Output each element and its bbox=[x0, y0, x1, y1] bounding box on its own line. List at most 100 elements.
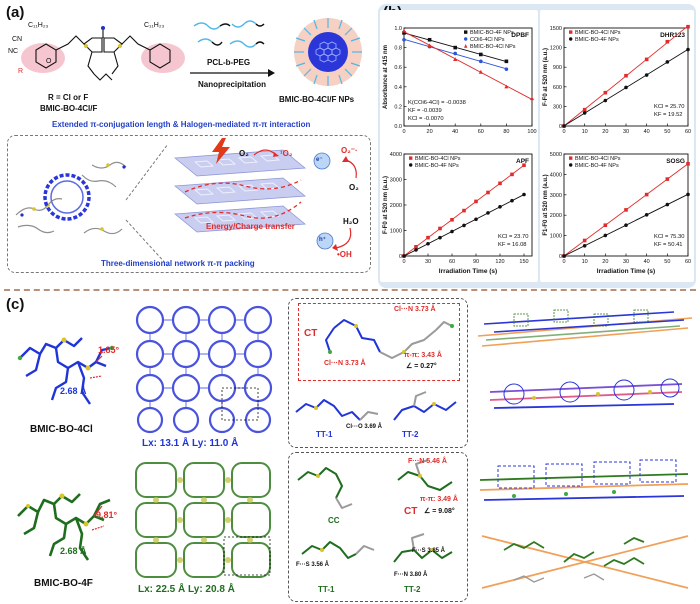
x-tick-label: 50 bbox=[664, 129, 670, 135]
legend-marker bbox=[569, 163, 573, 167]
data-point bbox=[427, 43, 432, 48]
data-point bbox=[562, 124, 566, 128]
chart-title: APF bbox=[516, 158, 529, 165]
cl-molecule-name: BMIC-BO-4Cl bbox=[30, 424, 93, 435]
data-point bbox=[453, 51, 457, 56]
f-lattice-params: Lx: 22.5 Å Ly: 20.8 Å bbox=[138, 584, 235, 595]
y-axis-label: F-F0 at 520 nm (a.u.) bbox=[383, 176, 389, 234]
legend-marker bbox=[409, 163, 413, 167]
x-tick-label: 60 bbox=[685, 129, 691, 135]
cl-cln-2: Cl···N 3.73 Å bbox=[324, 360, 366, 367]
rate-annotation: KF = 16.08 bbox=[498, 242, 527, 248]
hole-icon bbox=[316, 232, 334, 250]
f-ct-label: CT bbox=[404, 506, 418, 517]
y-tick-label: 0.2 bbox=[394, 104, 402, 110]
data-point bbox=[479, 59, 483, 64]
x-tick-label: 20 bbox=[427, 129, 433, 135]
f-dimer-angle: ∠ = 9.08° bbox=[424, 508, 455, 515]
rate-annotation: KCl = 23.70 bbox=[498, 234, 528, 240]
data-point bbox=[624, 73, 628, 78]
data-point bbox=[427, 37, 432, 42]
legend-label: BMIC-BO-4Cl NPs bbox=[575, 30, 621, 36]
x-tick-label: 20 bbox=[602, 259, 608, 265]
rate-annotation: KF = 50.41 bbox=[654, 242, 683, 248]
data-point bbox=[402, 37, 406, 42]
data-point bbox=[498, 204, 502, 209]
cl-lattice-params: Lx: 13.1 Å Ly: 11.0 Å bbox=[142, 438, 239, 449]
chart-card bbox=[380, 136, 538, 282]
data-point bbox=[510, 198, 514, 203]
data-point bbox=[486, 211, 490, 215]
data-point bbox=[453, 45, 457, 50]
data-point bbox=[624, 85, 628, 90]
polymer-chains bbox=[193, 20, 265, 48]
data-point bbox=[402, 31, 406, 35]
data-point bbox=[486, 190, 490, 195]
x-tick-label: 30 bbox=[425, 259, 431, 265]
data-point bbox=[474, 217, 478, 222]
data-point bbox=[504, 84, 509, 89]
x-tick-label: 0 bbox=[562, 259, 565, 265]
f-monomer-structure bbox=[17, 493, 111, 561]
data-point bbox=[603, 90, 608, 95]
atom-label-r: R bbox=[18, 68, 24, 75]
label-superoxide: O₂⁻· bbox=[341, 146, 358, 155]
data-point bbox=[582, 107, 587, 112]
data-point bbox=[686, 47, 690, 52]
legend-marker bbox=[409, 156, 413, 160]
data-point bbox=[414, 245, 418, 249]
data-point bbox=[644, 57, 649, 62]
label-hydroxyl: •OH bbox=[337, 250, 352, 259]
data-point bbox=[498, 181, 502, 186]
label-hole: h⁺ bbox=[319, 237, 326, 243]
cl-dimer-angle: ∠ = 0.27° bbox=[406, 363, 437, 370]
data-point bbox=[644, 212, 649, 217]
data-point bbox=[462, 223, 466, 228]
x-tick-label: 50 bbox=[664, 259, 670, 265]
legend-marker bbox=[569, 30, 573, 34]
x-tick-label: 10 bbox=[582, 129, 588, 135]
reagent-label: PCL-b-PEG bbox=[207, 58, 251, 67]
molecule-name: BMIC-BO-4Cl/F bbox=[40, 104, 98, 113]
f-lattice-image bbox=[128, 455, 278, 583]
x-tick-label: 40 bbox=[644, 129, 650, 135]
legend-marker bbox=[569, 156, 573, 160]
cl-stacking-bottom-image bbox=[489, 378, 683, 409]
x-tick-label: 0 bbox=[402, 259, 405, 265]
x-tick-label: 30 bbox=[623, 259, 629, 265]
y-tick-label: 0.8 bbox=[394, 46, 402, 52]
data-point bbox=[582, 238, 587, 243]
cl-angle: 1.85° bbox=[98, 345, 120, 355]
nanoparticle-icon bbox=[294, 18, 362, 86]
x-tick-label: 30 bbox=[623, 129, 629, 135]
y-tick-label: 1500 bbox=[550, 26, 562, 32]
chart-title: DHR123 bbox=[660, 32, 685, 39]
label-electron: e⁻ bbox=[316, 157, 323, 163]
y-tick-label: 2000 bbox=[390, 203, 402, 209]
fit-line bbox=[403, 31, 533, 100]
atom-label-o: O bbox=[46, 58, 52, 65]
y-axis-label: Absorbance at 415 nm bbox=[383, 45, 389, 109]
x-tick-label: 40 bbox=[644, 259, 650, 265]
cl-clo: Cl···O 3.69 Å bbox=[346, 424, 383, 430]
np-name: BMIC-BO-4Cl/F NPs bbox=[279, 95, 355, 104]
data-point bbox=[603, 233, 608, 238]
arrow-hydroxyl bbox=[332, 227, 352, 251]
x-tick-label: 60 bbox=[685, 259, 691, 265]
f-fs2: F···S 3.85 Å bbox=[412, 548, 446, 554]
y-tick-label: 3000 bbox=[390, 178, 402, 184]
data-point bbox=[529, 96, 535, 101]
legend-label: BMIC-BO-4F NPs bbox=[575, 37, 619, 43]
x-tick-label: 120 bbox=[495, 259, 504, 265]
data-point bbox=[582, 244, 587, 248]
data-point bbox=[414, 248, 418, 252]
f-fn2: F···N 3.80 Å bbox=[394, 572, 428, 578]
mechanism-box bbox=[7, 135, 371, 273]
rate-annotation: KCl = 25.70 bbox=[654, 104, 684, 110]
f-tt1: TT-1 bbox=[318, 585, 335, 594]
r-label: R = Cl or F bbox=[48, 93, 89, 102]
data-point bbox=[665, 39, 670, 44]
data-point bbox=[474, 199, 478, 204]
f-stacking-top-image bbox=[479, 459, 689, 501]
chart-title: SOSG bbox=[666, 158, 685, 165]
